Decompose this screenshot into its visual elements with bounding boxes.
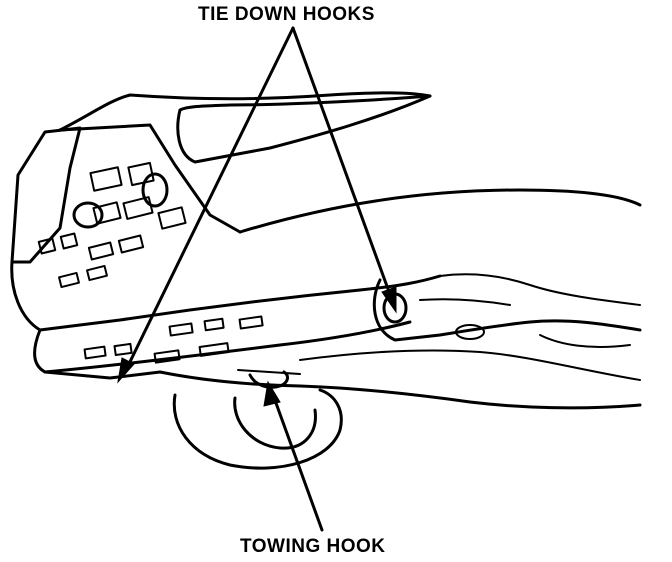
towing-hook-label: TOWING HOOK	[240, 536, 386, 557]
tie-down-hooks-label: TIE DOWN HOOKS	[198, 4, 375, 25]
roof-line	[58, 91, 432, 132]
front-tire	[172, 388, 343, 470]
headlight	[10, 126, 82, 264]
frame-hole	[455, 324, 485, 340]
bumper-underside	[43, 320, 412, 374]
tie-down-leader-right	[291, 26, 394, 302]
towing-hook-bracket	[237, 369, 301, 375]
crossmember	[299, 349, 641, 381]
control-arm	[539, 334, 631, 348]
tie-down-arrowhead-right	[381, 286, 397, 314]
tie-down-arrowhead-left	[117, 357, 135, 384]
bumper-hole	[72, 201, 104, 229]
tie-down-leader-left	[123, 26, 295, 374]
side-window	[176, 94, 432, 164]
bumper-lip	[10, 260, 442, 332]
front-fascia	[58, 123, 242, 234]
fog-light	[141, 172, 169, 208]
towing-hook	[248, 370, 289, 389]
under-panel-slots	[83, 315, 264, 364]
towing-arrowhead	[263, 380, 281, 407]
subframe-detail	[439, 273, 641, 306]
subframe	[372, 278, 642, 342]
frame-rail	[419, 298, 511, 306]
lower-skirt	[158, 370, 642, 410]
towing-leader	[270, 390, 324, 532]
body-side-line	[238, 188, 642, 234]
wheel-rim	[233, 396, 317, 450]
